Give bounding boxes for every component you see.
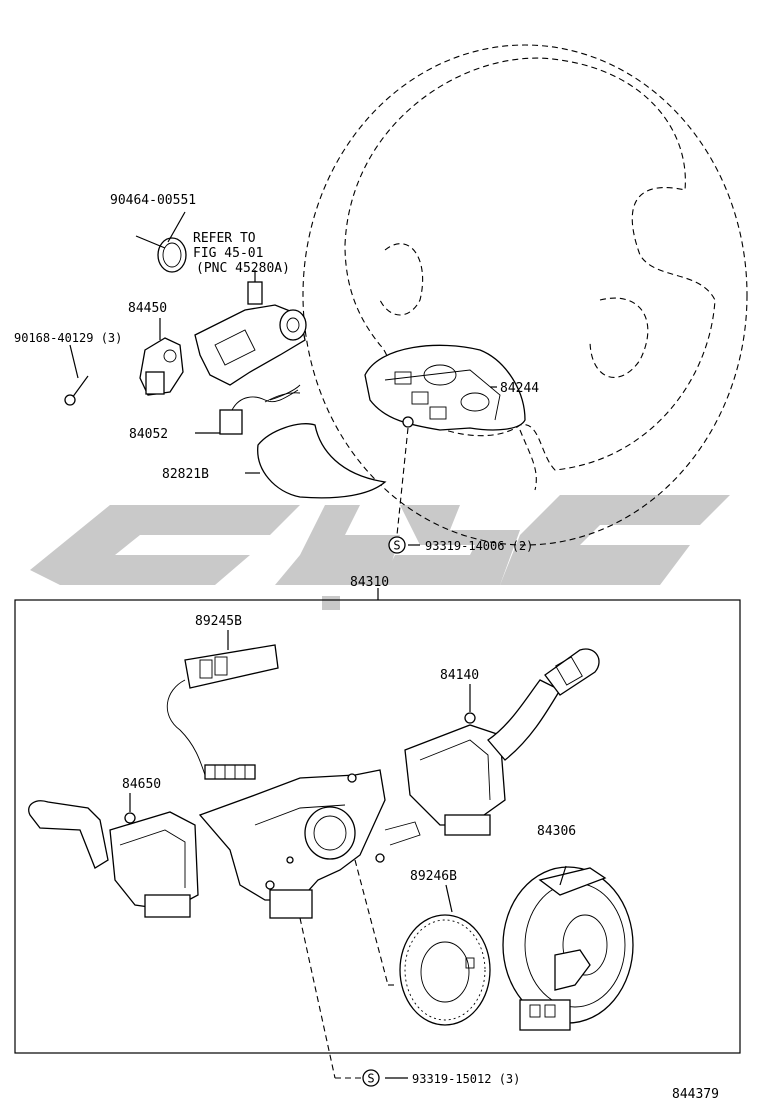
column-body-part bbox=[198, 769, 421, 1079]
column-lock-assembly-part bbox=[194, 270, 307, 401]
harness-connector-part bbox=[166, 644, 279, 780]
label-clip: 90464-00551 bbox=[110, 193, 196, 208]
spiral-cable-part bbox=[502, 865, 634, 1031]
steering-pad-switch-part bbox=[364, 344, 526, 536]
wire-connector-part bbox=[219, 389, 301, 435]
sensor-ring-part bbox=[399, 884, 491, 1026]
wiper-switch-part bbox=[404, 648, 600, 836]
label-ignition-switch: 84450 bbox=[128, 301, 167, 316]
label-wire-connector: 89245B bbox=[195, 614, 242, 629]
watermark-logo bbox=[30, 495, 730, 610]
s-marker-top-label: S bbox=[393, 539, 400, 553]
screw-part bbox=[64, 344, 89, 406]
label-screw-top: 93319-14006 (2) bbox=[425, 539, 533, 553]
label-connector: 84052 bbox=[129, 427, 168, 442]
label-sensor-ring: 89246B bbox=[410, 869, 457, 884]
label-spiral-cable: 84306 bbox=[537, 824, 576, 839]
label-refer-line2: FIG 45-01 bbox=[193, 246, 263, 261]
leader-lines bbox=[129, 386, 497, 1079]
figure-number: 844379 bbox=[672, 1087, 719, 1102]
band-clip-part bbox=[135, 211, 187, 273]
label-refer-line1: REFER TO bbox=[193, 231, 256, 246]
label-cover: 82821B bbox=[162, 467, 209, 482]
label-screw-bottom: 93319-15012 (3) bbox=[412, 1072, 520, 1086]
turn-signal-switch-part bbox=[28, 800, 199, 918]
label-assembly: 84310 bbox=[350, 575, 389, 590]
ignition-switch-part bbox=[139, 318, 184, 396]
label-screw: 90168-40129 (3) bbox=[14, 331, 122, 345]
s-marker-top: S bbox=[388, 536, 406, 554]
s-marker-bottom: S bbox=[362, 1069, 380, 1087]
label-steering-pad-switch: 84244 bbox=[500, 381, 539, 396]
label-refer-line3: (PNC 45280A) bbox=[196, 261, 290, 276]
column-cover-part bbox=[257, 423, 387, 499]
assembly-frame bbox=[14, 588, 741, 1054]
callout-labels: 90464-00551 REFER TO FIG 45-01 (PNC 4528… bbox=[14, 193, 719, 1102]
steering-wheel bbox=[302, 44, 748, 546]
label-wiper-switch: 84140 bbox=[440, 668, 479, 683]
s-marker-bottom-label: S bbox=[367, 1072, 374, 1086]
label-turn-switch: 84650 bbox=[122, 777, 161, 792]
